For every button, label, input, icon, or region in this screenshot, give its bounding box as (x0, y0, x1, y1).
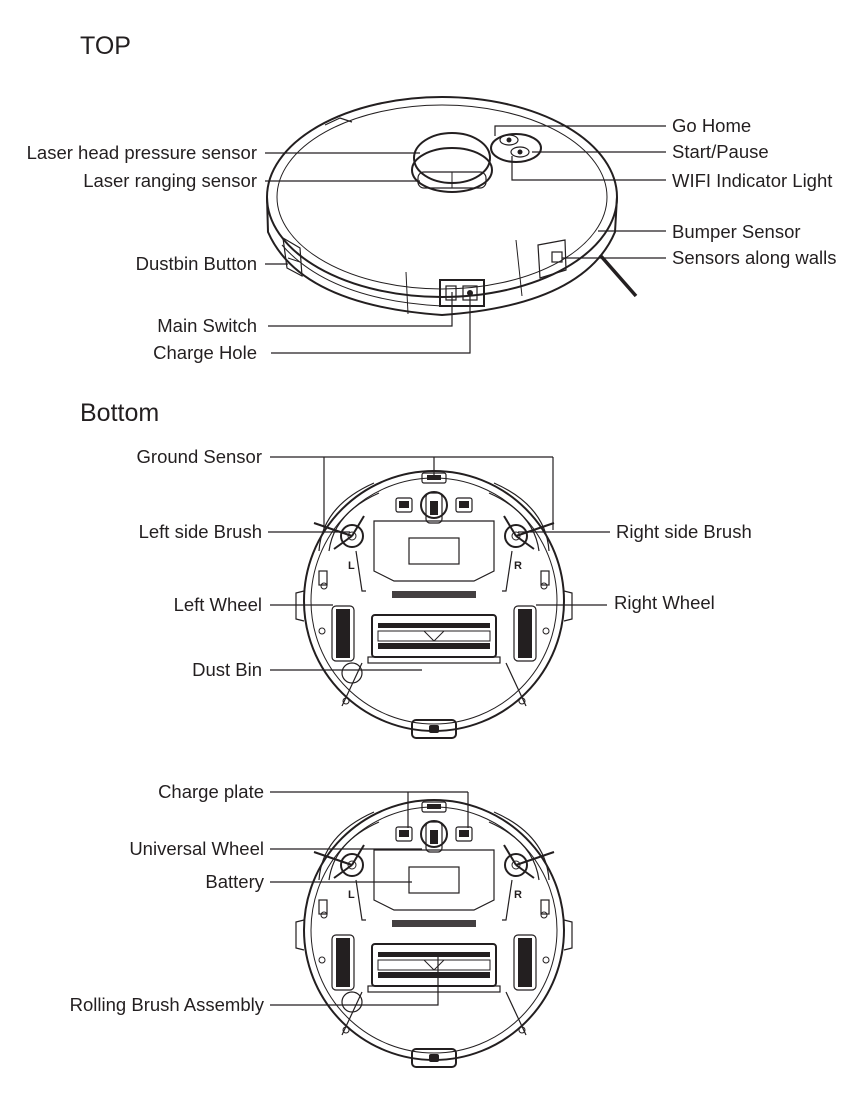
label-rolling-brush-assembly: Rolling Brush Assembly (70, 994, 265, 1015)
label-start-pause: Start/Pause (672, 141, 769, 162)
label-right-side-brush: Right side Brush (616, 521, 752, 542)
wheel-mark-right-2: R (514, 889, 522, 901)
label-sensors-along-walls: Sensors along walls (672, 247, 837, 268)
label-left-side-brush: Left side Brush (139, 521, 262, 542)
label-laser-ranging-sensor: Laser ranging sensor (83, 170, 257, 191)
bottom-2-leader-lines (270, 791, 469, 1006)
label-laser-head-pressure-sensor: Laser head pressure sensor (27, 142, 257, 163)
label-main-switch: Main Switch (157, 315, 257, 336)
wheel-mark-left-2: L (348, 889, 355, 901)
label-go-home: Go Home (672, 115, 751, 136)
section-title-top: TOP (80, 32, 131, 60)
top-leader-lines (265, 125, 666, 354)
label-bumper-sensor: Bumper Sensor (672, 221, 801, 242)
label-universal-wheel: Universal Wheel (129, 838, 264, 859)
top-view-illustration (266, 96, 638, 317)
wheel-mark-left: L (348, 560, 355, 572)
label-charge-plate: Charge plate (158, 781, 264, 802)
wheel-mark-right: R (514, 560, 522, 572)
bottom-view-illustration: L R (295, 470, 573, 739)
section-title-bottom: Bottom (80, 399, 159, 427)
bottom-leader-lines (268, 456, 610, 671)
label-left-wheel: Left Wheel (174, 594, 262, 615)
bottom-view-2-illustration: L R (295, 799, 573, 1068)
label-charge-hole: Charge Hole (153, 342, 257, 363)
label-right-wheel: Right Wheel (614, 592, 715, 613)
label-dust-bin: Dust Bin (192, 659, 262, 680)
label-wifi-indicator-light: WIFI Indicator Light (672, 170, 832, 191)
label-battery: Battery (205, 871, 264, 892)
label-ground-sensor: Ground Sensor (137, 446, 262, 467)
label-dustbin-button: Dustbin Button (136, 253, 257, 274)
